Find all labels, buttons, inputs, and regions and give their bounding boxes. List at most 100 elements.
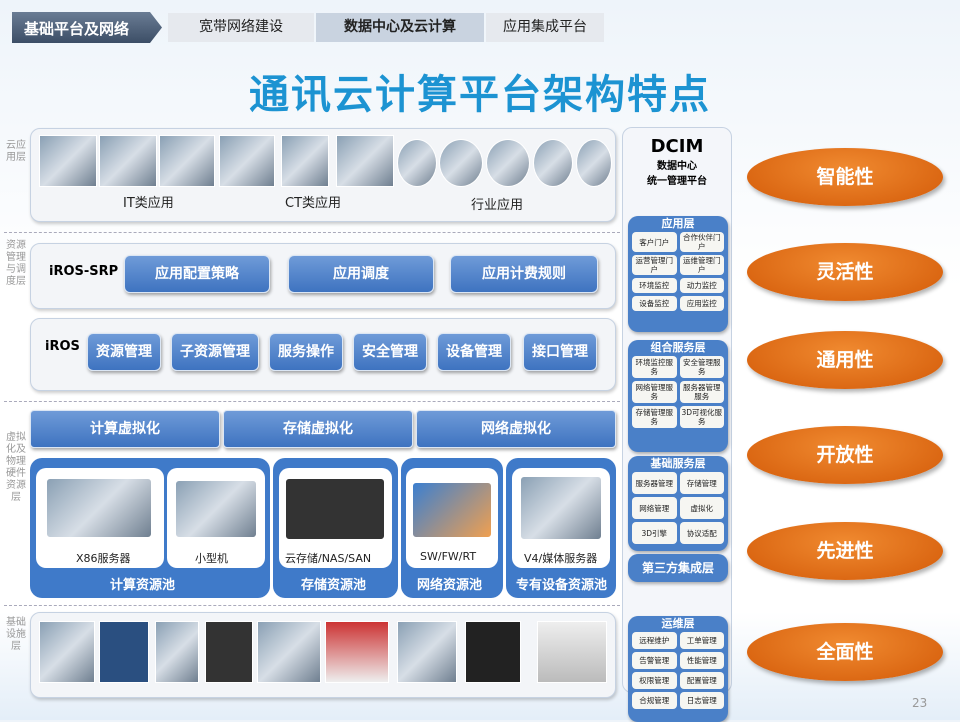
iros-srp-panel: iROS-SRP 应用配置策略 应用调度 应用计费规则 — [30, 243, 616, 309]
dcim-item[interactable]: 服务器管理 — [632, 472, 677, 494]
security-mgmt-button[interactable]: 安全管理 — [353, 333, 427, 371]
network-pool-label: 网络资源池 — [417, 578, 483, 593]
server-image — [46, 478, 152, 538]
dcim-title: DCIM — [650, 136, 704, 157]
compute-pool-label: 计算资源池 — [110, 578, 176, 593]
network-label: SW/FW/RT — [420, 550, 477, 563]
dcim-group-title[interactable]: 第三方集成层 — [641, 561, 714, 575]
interface-mgmt-button[interactable]: 接口管理 — [523, 333, 597, 371]
app-billing-rules-button[interactable]: 应用计费规则 — [450, 255, 598, 293]
network-virtualization[interactable]: 网络虚拟化 — [416, 410, 616, 448]
dcim-item[interactable]: 日志管理 — [679, 692, 724, 709]
dcim-item[interactable]: 动力监控 — [679, 278, 724, 293]
app-image — [336, 135, 394, 187]
app-image — [159, 135, 215, 187]
dcim-item[interactable]: 服务器管理服务 — [679, 381, 724, 403]
dcim-group: 第三方集成层 — [628, 554, 728, 582]
tab-app-integration[interactable]: 应用集成平台 — [486, 13, 604, 42]
minicomputer-image — [175, 480, 257, 538]
infrastructure-layer — [30, 612, 616, 698]
dcim-item[interactable]: 客户门户 — [632, 232, 677, 252]
dcim-item[interactable]: 安全管理服务 — [679, 356, 724, 378]
dcim-subtitle: 统一管理平台 — [647, 176, 707, 187]
app-image — [533, 139, 573, 187]
feature-badge: 开放性 — [747, 426, 943, 484]
dcim-item[interactable]: 存储管理 — [679, 472, 724, 494]
infra-image — [465, 621, 521, 683]
storage-image — [285, 478, 385, 540]
dcim-item[interactable]: 工单管理 — [679, 632, 724, 649]
dcim-item[interactable]: 存储管理服务 — [632, 406, 677, 428]
dcim-item[interactable]: 网络管理服务 — [632, 381, 677, 403]
app-image — [281, 135, 329, 187]
app-image — [99, 135, 157, 187]
dcim-item[interactable]: 虚拟化 — [679, 497, 724, 519]
network-card: SW/FW/RT — [406, 468, 498, 568]
minicomputer-label: 小型机 — [195, 552, 228, 565]
app-config-policy-button[interactable]: 应用配置策略 — [124, 255, 270, 293]
dcim-group-title[interactable]: 运维层 — [661, 617, 695, 630]
dcim-item[interactable]: 远程维护 — [632, 632, 677, 649]
feature-badge: 灵活性 — [747, 243, 943, 301]
dedicated-device-pool: V4/媒体服务器 专有设备资源池 — [506, 458, 616, 598]
divider — [4, 401, 620, 402]
divider — [4, 605, 620, 606]
infra-image — [325, 621, 389, 683]
dcim-item[interactable]: 网络管理 — [632, 497, 677, 519]
app-scheduling-button[interactable]: 应用调度 — [288, 255, 434, 293]
app-image — [439, 139, 483, 187]
dcim-item[interactable]: 设备监控 — [632, 296, 677, 311]
tab-broadband[interactable]: 宽带网络建设 — [168, 13, 314, 42]
storage-pool-label: 存储资源池 — [301, 578, 367, 593]
dcim-item[interactable]: 环境监控服务 — [632, 356, 677, 378]
iros-label: iROS — [45, 339, 80, 354]
page-title: 通讯云计算平台架构特点 — [249, 72, 711, 118]
dcim-group-title[interactable]: 基础服务层 — [650, 457, 706, 470]
dcim-group-title[interactable]: 应用层 — [661, 217, 695, 230]
dedicated-pool-label: 专有设备资源池 — [516, 578, 608, 593]
sub-resource-mgmt-button[interactable]: 子资源管理 — [171, 333, 259, 371]
tab-datacenter-cloud[interactable]: 数据中心及云计算 — [316, 13, 484, 42]
infra-image — [537, 621, 607, 683]
dcim-item[interactable]: 应用监控 — [679, 296, 724, 311]
device-mgmt-button[interactable]: 设备管理 — [437, 333, 511, 371]
dcim-group-title[interactable]: 组合服务层 — [650, 341, 706, 354]
network-pool: SW/FW/RT 网络资源池 — [401, 458, 503, 598]
network-image — [412, 482, 492, 538]
section-header[interactable]: 基础平台及网络 — [12, 12, 162, 43]
dcim-item[interactable]: 告警管理 — [632, 652, 677, 669]
dcim-item[interactable]: 运营管理门户 — [632, 255, 677, 275]
storage-virtualization[interactable]: 存储虚拟化 — [223, 410, 413, 448]
app-image — [219, 135, 275, 187]
dcim-item[interactable]: 合规管理 — [632, 692, 677, 709]
dcim-group: 应用层客户门户合作伙伴门户运营管理门户运维管理门户环境监控动力监控设备监控应用监… — [628, 216, 728, 332]
compute-virtualization[interactable]: 计算虚拟化 — [30, 410, 220, 448]
infra-image — [205, 621, 253, 683]
side-label-virtual: 虚拟化及物理硬件资源层 — [6, 432, 26, 503]
cloud-app-layer: IT类应用 CT类应用 行业应用 — [30, 128, 616, 222]
x86-label: X86服务器 — [76, 552, 131, 565]
service-ops-button[interactable]: 服务操作 — [269, 333, 343, 371]
dcim-item[interactable]: 配置管理 — [679, 672, 724, 689]
ct-apps-label: CT类应用 — [285, 196, 342, 211]
dcim-item[interactable]: 运维管理门户 — [679, 255, 724, 275]
x86-server-card: X86服务器 — [36, 468, 164, 568]
media-server-card: V4/媒体服务器 — [512, 468, 610, 568]
dcim-item[interactable]: 3D可视化服务 — [679, 406, 724, 428]
it-apps-label: IT类应用 — [123, 196, 174, 211]
infra-image — [155, 621, 199, 683]
dcim-item[interactable]: 合作伙伴门户 — [679, 232, 724, 252]
dcim-item[interactable]: 性能管理 — [679, 652, 724, 669]
feature-badge: 通用性 — [747, 331, 943, 389]
dcim-panel: DCIM 数据中心 统一管理平台 应用层客户门户合作伙伴门户运营管理门户运维管理… — [622, 127, 732, 722]
minicomputer-card: 小型机 — [167, 468, 265, 568]
resource-mgmt-button[interactable]: 资源管理 — [87, 333, 161, 371]
dcim-item[interactable]: 环境监控 — [632, 278, 677, 293]
page-number: 23 — [912, 696, 928, 710]
dcim-item[interactable]: 协议适配 — [679, 522, 724, 544]
dcim-item[interactable]: 3D引擎 — [632, 522, 677, 544]
dcim-item[interactable]: 权限管理 — [632, 672, 677, 689]
media-server-label: V4/媒体服务器 — [524, 552, 598, 565]
